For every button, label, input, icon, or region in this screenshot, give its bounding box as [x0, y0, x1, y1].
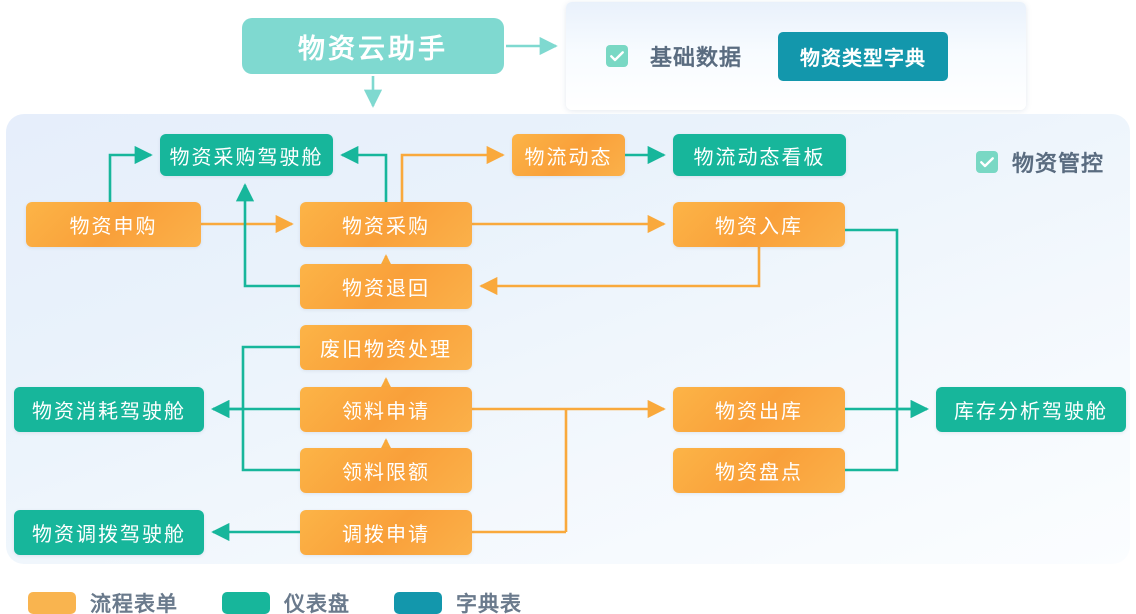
node-label: 领料限额: [342, 462, 430, 484]
node-kucun-cockpit[interactable]: 库存分析驾驶舱: [936, 387, 1126, 432]
node-wuzi-tuihui[interactable]: 物资退回: [300, 264, 472, 309]
node-label: 物资出库: [715, 401, 803, 423]
node-diaobo-cockpit[interactable]: 物资调拨驾驶舱: [14, 510, 204, 555]
node-label: 物资盘点: [715, 462, 803, 484]
panel-tag-label: 物资管控: [1011, 151, 1104, 176]
node-label: 物流动态看板: [693, 146, 826, 169]
node-wuzi-ruku[interactable]: 物资入库: [673, 202, 845, 247]
node-label: 物资消耗驾驶舱: [32, 401, 186, 423]
legend-label: 仪表盘: [284, 593, 350, 614]
node-wuzi-caigou[interactable]: 物资采购: [300, 202, 472, 247]
legend: 流程表单 仪表盘 字典表: [28, 588, 566, 614]
panel-tag: 物资管控: [975, 146, 1104, 178]
node-wuliu-dongtai[interactable]: 物流动态: [512, 134, 625, 176]
basic-data-label: 基础数据: [650, 45, 743, 70]
node-label: 领料申请: [342, 401, 430, 423]
node-label: 库存分析驾驶舱: [954, 401, 1108, 423]
node-label: 物资退回: [342, 278, 430, 300]
legend-swatch: [394, 592, 442, 614]
node-wuliu-kanban[interactable]: 物流动态看板: [673, 134, 846, 176]
node-label: 物流动态: [524, 146, 613, 169]
node-wuzi-shengou[interactable]: 物资申购: [26, 202, 201, 247]
node-label: 物资调拨驾驶舱: [32, 524, 186, 546]
legend-label: 流程表单: [90, 593, 178, 614]
legend-item-0: 流程表单: [28, 588, 178, 614]
node-label: 物资采购: [342, 216, 430, 238]
legend-item-1: 仪表盘: [222, 588, 350, 614]
checkbox-material-control-icon[interactable]: [975, 151, 998, 173]
node-label: 物资入库: [715, 216, 803, 238]
node-feijiu-chuli[interactable]: 废旧物资处理: [300, 325, 472, 370]
node-xiaohao-cockpit[interactable]: 物资消耗驾驶舱: [14, 387, 204, 432]
node-label: 物资采购驾驶舱: [169, 146, 324, 169]
app-title-pill: 物资云助手: [242, 18, 504, 74]
legend-swatch: [28, 592, 76, 614]
basic-data-card: 基础数据 物资类型字典: [566, 2, 1026, 110]
legend-item-2: 字典表: [394, 588, 522, 614]
node-label: 调拨申请: [342, 524, 430, 546]
node-label: 物资申购: [69, 216, 158, 238]
node-wuzi-pandian[interactable]: 物资盘点: [673, 448, 845, 493]
legend-label: 字典表: [456, 593, 522, 614]
node-lingliao-shenqing[interactable]: 领料申请: [300, 387, 472, 432]
legend-swatch: [222, 592, 270, 614]
material-control-panel: 物资管控: [6, 114, 1130, 564]
node-wuzi-chuku[interactable]: 物资出库: [673, 387, 845, 432]
node-diaobo-shenqing[interactable]: 调拨申请: [300, 510, 472, 555]
node-lingliao-xiane[interactable]: 领料限额: [300, 448, 472, 493]
checkbox-basic-data-icon[interactable]: [606, 45, 628, 67]
material-type-dictionary-button[interactable]: 物资类型字典: [778, 31, 949, 81]
node-label: 废旧物资处理: [320, 339, 452, 361]
node-caigou-cockpit[interactable]: 物资采购驾驶舱: [160, 134, 333, 176]
app-title-text: 物资云助手: [298, 33, 448, 64]
